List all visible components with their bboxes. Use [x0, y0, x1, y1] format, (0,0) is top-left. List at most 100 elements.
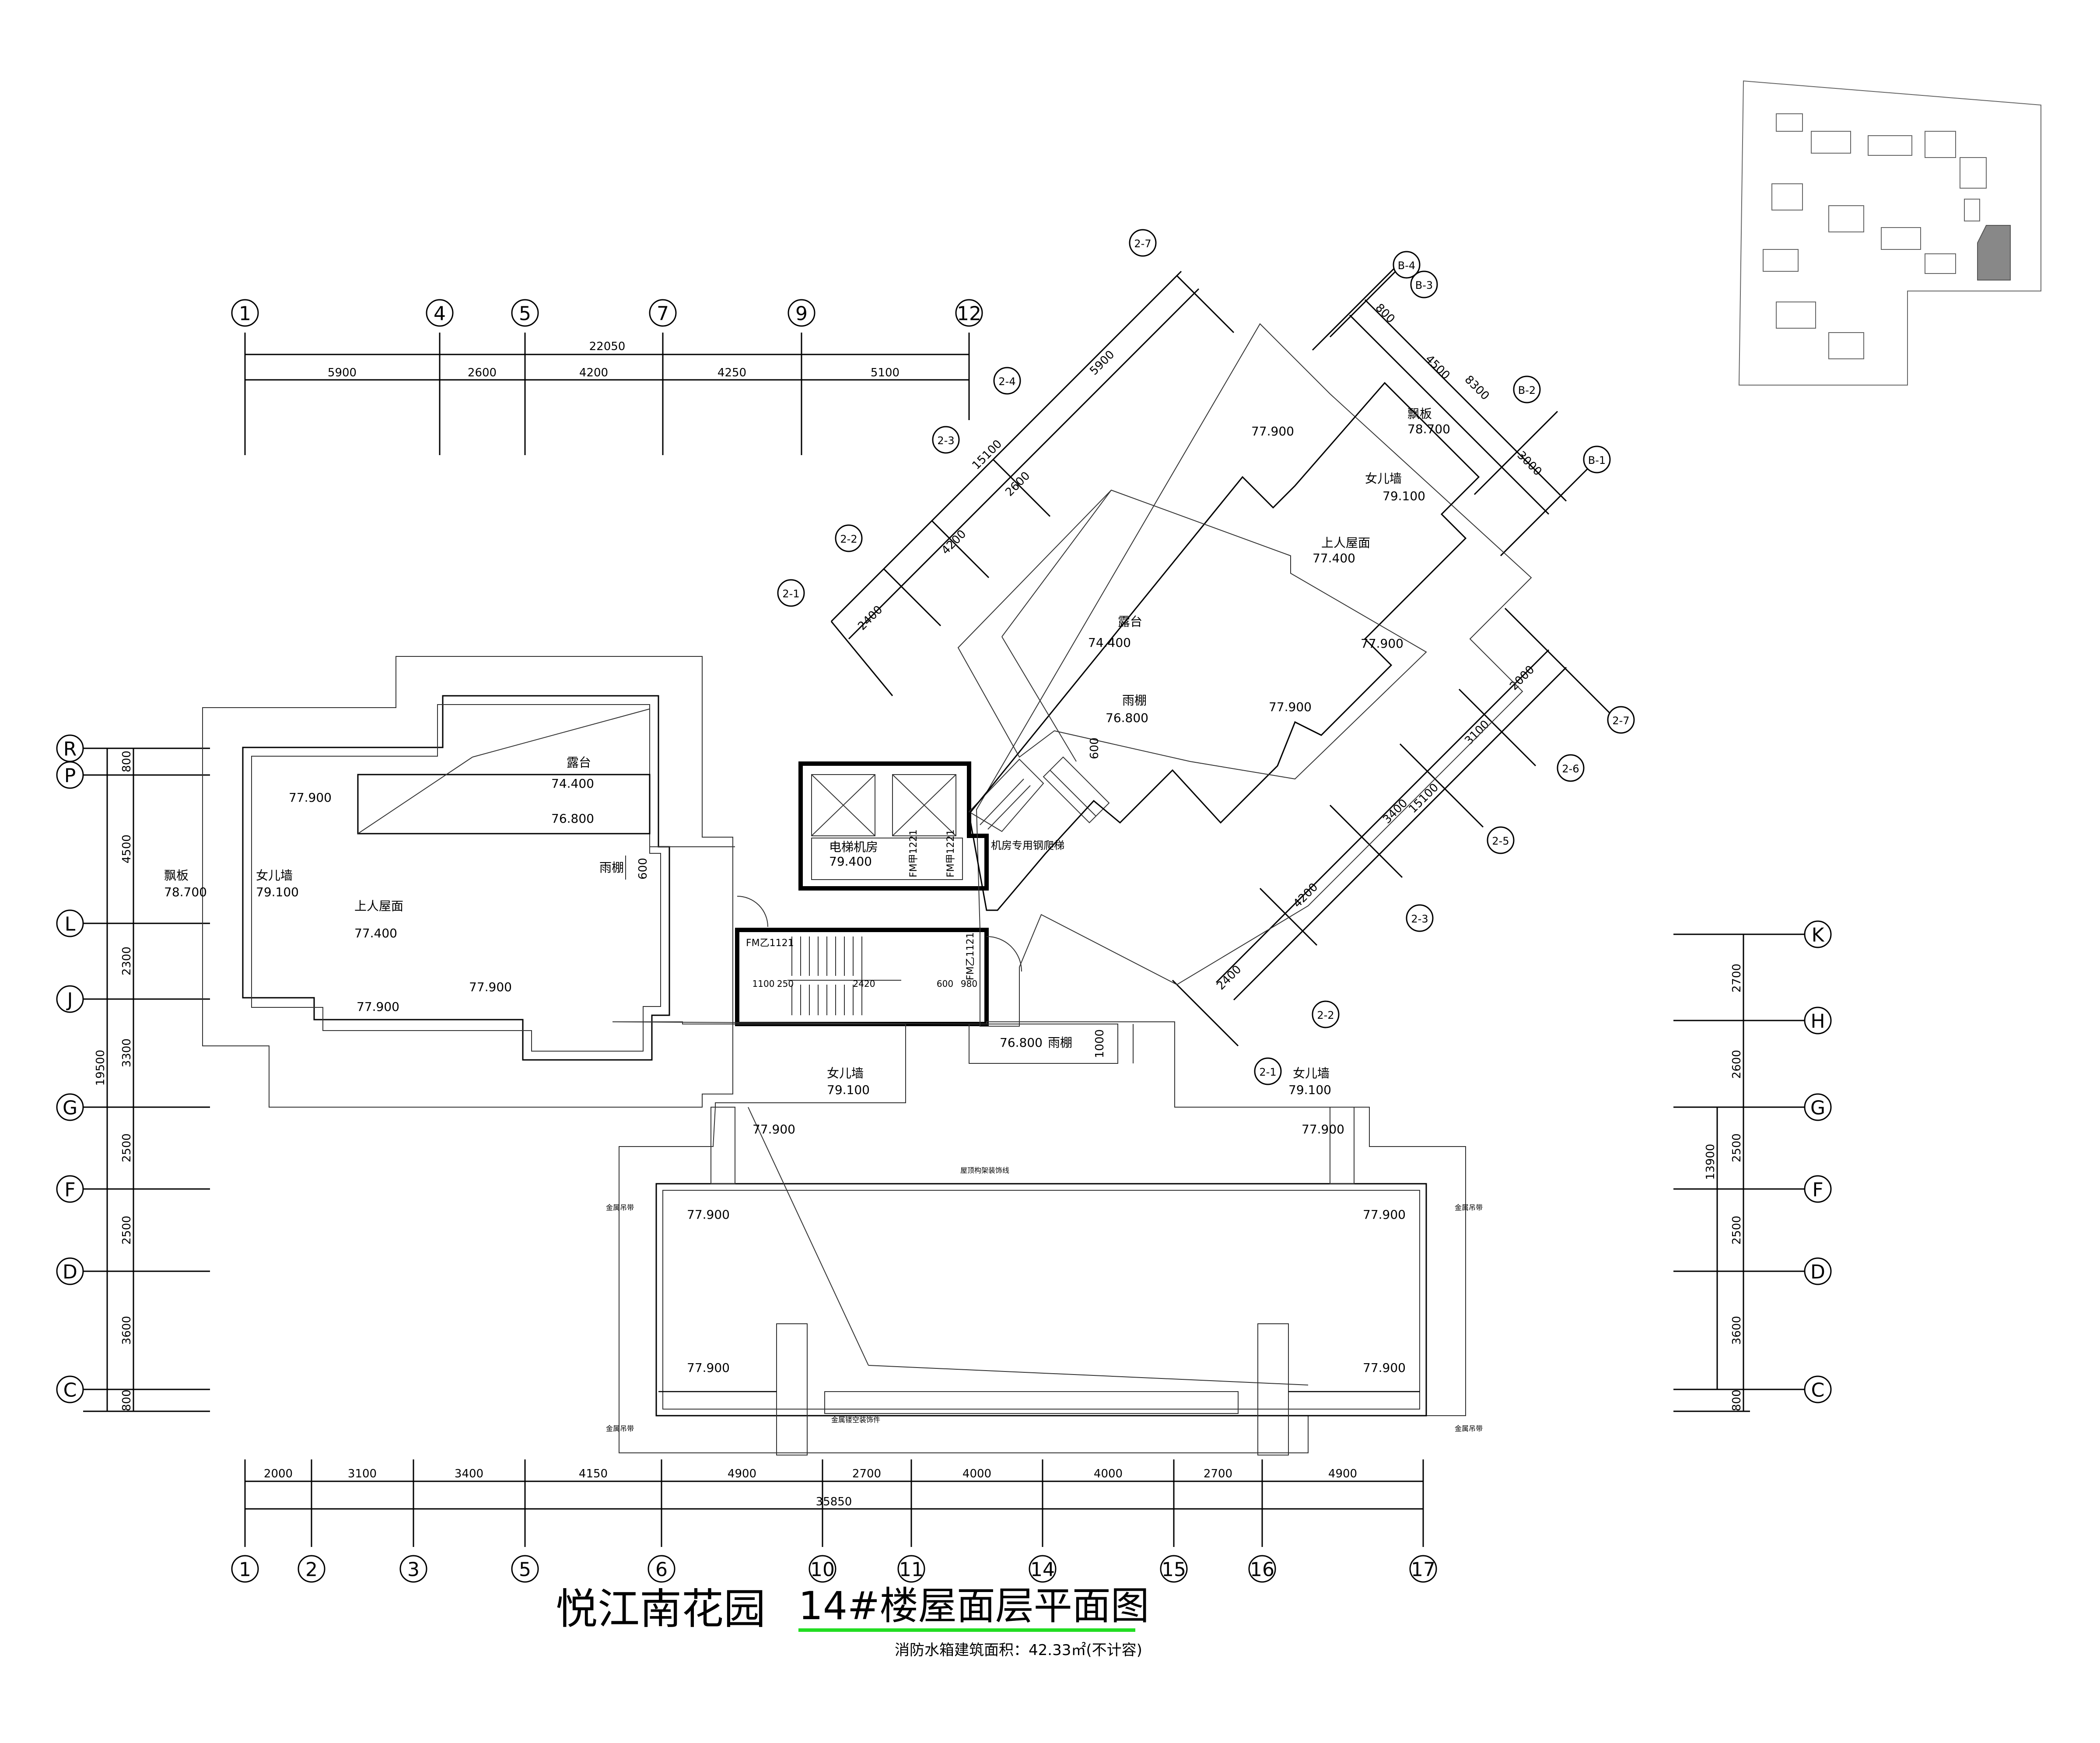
top-axis-7: 7 [657, 303, 669, 325]
west-roof-elev: 77.400 [354, 926, 397, 940]
bottom-bubbles: 1 2 3 5 6 10 11 14 15 16 17 [231, 1555, 1437, 1583]
bottom-dim-7: 4000 [962, 1467, 991, 1480]
east-parapet-label: 女儿墙 [1293, 1066, 1330, 1080]
left-dim-8: 800 [120, 1389, 133, 1411]
bottom-dim-6: 2700 [852, 1467, 881, 1480]
right-total-dim: 13900 [1704, 1144, 1717, 1180]
diag-ne-dim-2: 4500 [1423, 352, 1452, 382]
diag-nw-axis-2-1: 2-1 [782, 588, 799, 600]
metal-hang-1: 金属吊带 [606, 1203, 634, 1212]
left-axis-F: F [64, 1179, 75, 1201]
left-axis-C: C [63, 1379, 77, 1402]
bottom-axis-1: 1 [239, 1559, 251, 1581]
left-dim-1: 800 [120, 751, 133, 772]
right-dim-5: 3600 [1730, 1316, 1743, 1345]
east-parapet-ne-elev: 79.100 [1382, 489, 1425, 503]
west-elev-77900-b: 77.900 [357, 1000, 399, 1014]
bottom-axis-14: 14 [1030, 1559, 1055, 1581]
right-axis-C: C [1811, 1379, 1825, 1402]
stair-door-1: FM乙1121 [746, 938, 794, 949]
elevator-room-elev: 79.400 [829, 854, 872, 869]
diag-nw-axis-2-2: 2-2 [840, 533, 857, 545]
top-total-dim: 22050 [589, 340, 626, 353]
bottom-dim-3: 3400 [455, 1467, 483, 1480]
west-canopy-label: 雨棚 [599, 860, 624, 875]
diag-ne-dim-1: 800 [1372, 301, 1397, 326]
metal-hang-4: 金属吊带 [1455, 1424, 1483, 1433]
bottom-axis-11: 11 [899, 1559, 924, 1581]
east-terrace-label: 露台 [1118, 614, 1142, 629]
core-annotations: 电梯机房 79.400 FM甲1221 FM甲1221 机房专用钢爬梯 FM乙1… [746, 829, 1064, 989]
top-grid: 22050 5900 2600 4200 4250 5100 1 4 5 7 9… [231, 299, 983, 455]
core [735, 756, 1110, 1026]
project-title: 悦江南花园 [556, 1585, 766, 1634]
frame-top-label: 屋顶构架装饰线 [960, 1166, 1009, 1175]
west-flyboard-label: 飘板 [164, 868, 189, 883]
left-grid: 800 4500 2300 3300 2500 2500 3600 800 19… [56, 734, 210, 1412]
right-dim-4: 2500 [1730, 1216, 1743, 1245]
bottom-axis-15: 15 [1162, 1559, 1186, 1581]
diag-nw-axis-2-7: 2-7 [1134, 238, 1151, 250]
right-axis-G: G [1810, 1097, 1825, 1119]
west-roof-label: 上人屋面 [354, 899, 403, 913]
elevator-room-label: 电梯机房 [829, 840, 878, 854]
drawing-title: 14#楼屋面层平面图 [798, 1583, 1149, 1628]
frame-bottom-label: 金属镂空装饰件 [831, 1416, 880, 1424]
south-annotations: 76.800 雨棚 1000 女儿墙 79.100 女儿墙 79.100 77.… [606, 1029, 1483, 1433]
diag-ne-axis-B-4: B-4 [1398, 260, 1415, 272]
site-key-plan [1738, 80, 2041, 386]
right-grid: 2700 2600 2500 2500 3600 800 13900 K H G… [1673, 920, 1832, 1412]
top-axis-9: 9 [795, 303, 808, 325]
title-note: 消防水箱建筑面积：42.33㎡(不计容) [895, 1641, 1142, 1659]
west-terrace-label: 露台 [567, 755, 591, 770]
diag-se-dim-5: 2400 [1214, 963, 1244, 992]
top-axis-4: 4 [434, 303, 446, 325]
right-dim-6: 800 [1730, 1389, 1743, 1411]
diag-se-dim-1: 2000 [1507, 663, 1537, 693]
diag-nw-dim-1: 5900 [1087, 348, 1117, 378]
stair-door-2: FM乙1121 [965, 932, 976, 980]
west-canopy-dim: 600 [637, 858, 650, 880]
top-axis-5: 5 [519, 303, 531, 325]
left-axis-G: G [63, 1097, 77, 1119]
bottom-axis-6: 6 [655, 1559, 668, 1581]
south-elev-e: 77.900 [687, 1361, 730, 1375]
east-elev-s: 77.900 [1269, 700, 1312, 714]
stair-dim-3: 2420 [853, 978, 875, 989]
left-dim-4: 3300 [120, 1038, 133, 1067]
door-fm2: FM甲1221 [945, 829, 956, 877]
diag-grid-se: 2000 3100 3400 4200 2400 15100 2-7 2-6 2… [1172, 607, 1635, 1085]
bottom-dim-5: 4900 [728, 1467, 756, 1480]
left-total-dim: 19500 [94, 1050, 107, 1086]
south-parapet-elev: 79.100 [827, 1083, 870, 1097]
diag-nw-axis-2-4: 2-4 [998, 375, 1015, 388]
left-dim-7: 3600 [120, 1316, 133, 1345]
diag-se-dim-4: 4200 [1291, 880, 1320, 910]
top-dim-5: 5100 [871, 366, 900, 379]
right-dim-3: 2500 [1730, 1133, 1743, 1162]
west-parapet-label: 女儿墙 [256, 868, 293, 883]
right-axis-D: D [1810, 1261, 1825, 1284]
bottom-dim-10: 4900 [1328, 1467, 1357, 1480]
axis-bubble [426, 299, 454, 327]
east-flyboard-label: 飘板 [1407, 407, 1432, 421]
bottom-axis-5: 5 [519, 1559, 531, 1581]
west-wing [202, 656, 735, 1108]
west-elev-77900-c: 77.900 [469, 980, 512, 994]
south-canopy-dim: 1000 [1093, 1029, 1106, 1058]
top-axis-1: 1 [239, 303, 251, 325]
bottom-axis-10: 10 [810, 1559, 835, 1581]
diag-ne-axis-B-1: B-1 [1588, 454, 1606, 466]
ladder-label: 机房专用钢爬梯 [991, 839, 1064, 852]
diag-se-axis-2-2: 2-2 [1317, 1009, 1334, 1021]
east-elev-ne: 77.900 [1251, 424, 1294, 438]
west-parapet-elev: 79.100 [256, 885, 299, 899]
right-axis-K: K [1812, 924, 1825, 947]
east-parapet-elev: 79.100 [1288, 1083, 1331, 1097]
south-elev-d: 77.900 [1363, 1207, 1406, 1222]
left-axis-J: J [66, 989, 73, 1011]
left-axis-R: R [63, 738, 77, 761]
south-elev-f: 77.900 [1363, 1361, 1406, 1375]
right-axis-H: H [1810, 1010, 1825, 1033]
bottom-grid: 2000 3100 3400 4150 4900 2700 4000 4000 … [231, 1459, 1437, 1583]
